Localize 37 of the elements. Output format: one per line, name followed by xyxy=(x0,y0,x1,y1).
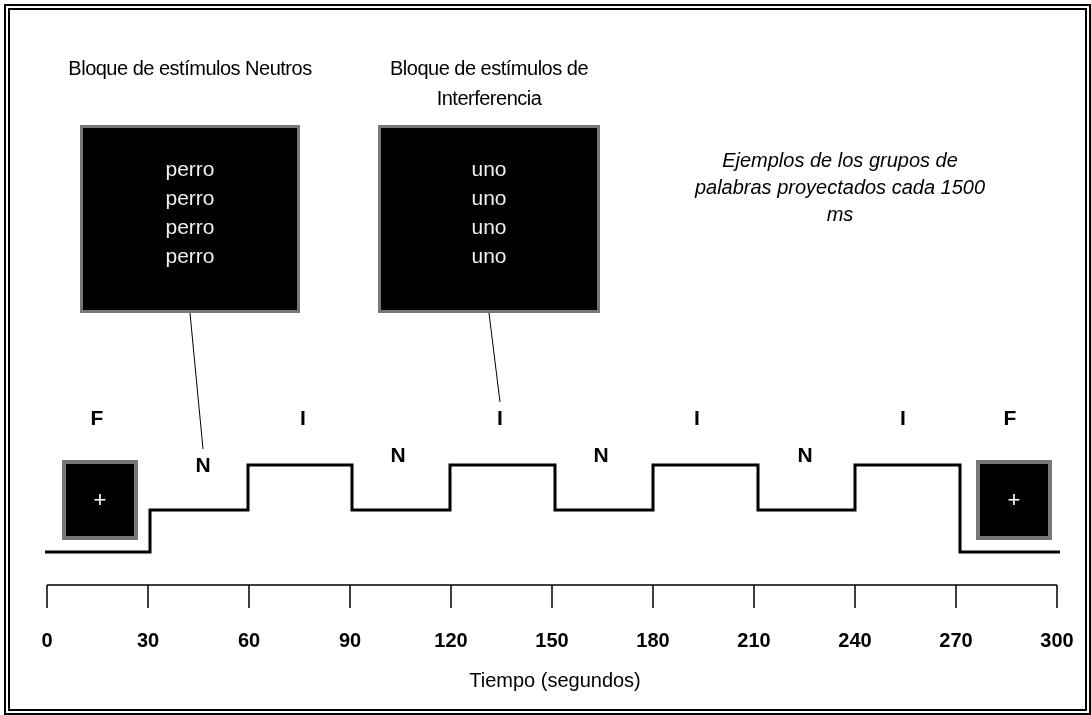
condition-letter: I xyxy=(300,406,306,430)
condition-letter: I xyxy=(497,406,503,430)
stimulus-word: perro xyxy=(165,243,215,269)
condition-letter: I xyxy=(694,406,700,430)
note-text: Ejemplos de los grupos de palabras proyectados cada 1500 ms xyxy=(693,147,987,227)
stimulus-word: perro xyxy=(165,156,215,182)
stimulus-word: uno xyxy=(471,243,507,269)
axis-title: Tiempo (segundos) xyxy=(469,668,641,692)
fixation-cross-box: + xyxy=(62,460,138,540)
condition-letter: N xyxy=(195,453,211,477)
condition-letter: N xyxy=(593,443,609,467)
stimulus-word: uno xyxy=(471,185,507,211)
condition-letter: N xyxy=(390,443,406,467)
tick-label: 90 xyxy=(338,628,362,652)
condition-letter: F xyxy=(1003,406,1017,430)
block-heading: Bloque de estímulos Neutros xyxy=(67,56,313,81)
stimulus-word: uno xyxy=(471,214,507,240)
tick-label: 270 xyxy=(939,628,973,652)
fixation-cross-box: + xyxy=(976,460,1052,540)
stimulus-word: perro xyxy=(165,185,215,211)
condition-letter: F xyxy=(90,406,104,430)
condition-letter: I xyxy=(900,406,906,430)
tick-label: 300 xyxy=(1040,628,1074,652)
block-heading: Bloque de estímulos de Interferencia xyxy=(389,56,589,111)
tick-label: 150 xyxy=(535,628,569,652)
tick-label: 210 xyxy=(737,628,771,652)
tick-label: 60 xyxy=(237,628,261,652)
stimulus-word: perro xyxy=(165,214,215,240)
leader-line xyxy=(189,312,204,450)
tick-label: 0 xyxy=(41,628,53,652)
condition-letter: N xyxy=(797,443,813,467)
tick-label: 30 xyxy=(136,628,160,652)
tick-label: 240 xyxy=(838,628,872,652)
leader-line xyxy=(488,312,501,403)
stimulus-word: uno xyxy=(471,156,507,182)
tick-label: 180 xyxy=(636,628,670,652)
tick-label: 120 xyxy=(434,628,468,652)
